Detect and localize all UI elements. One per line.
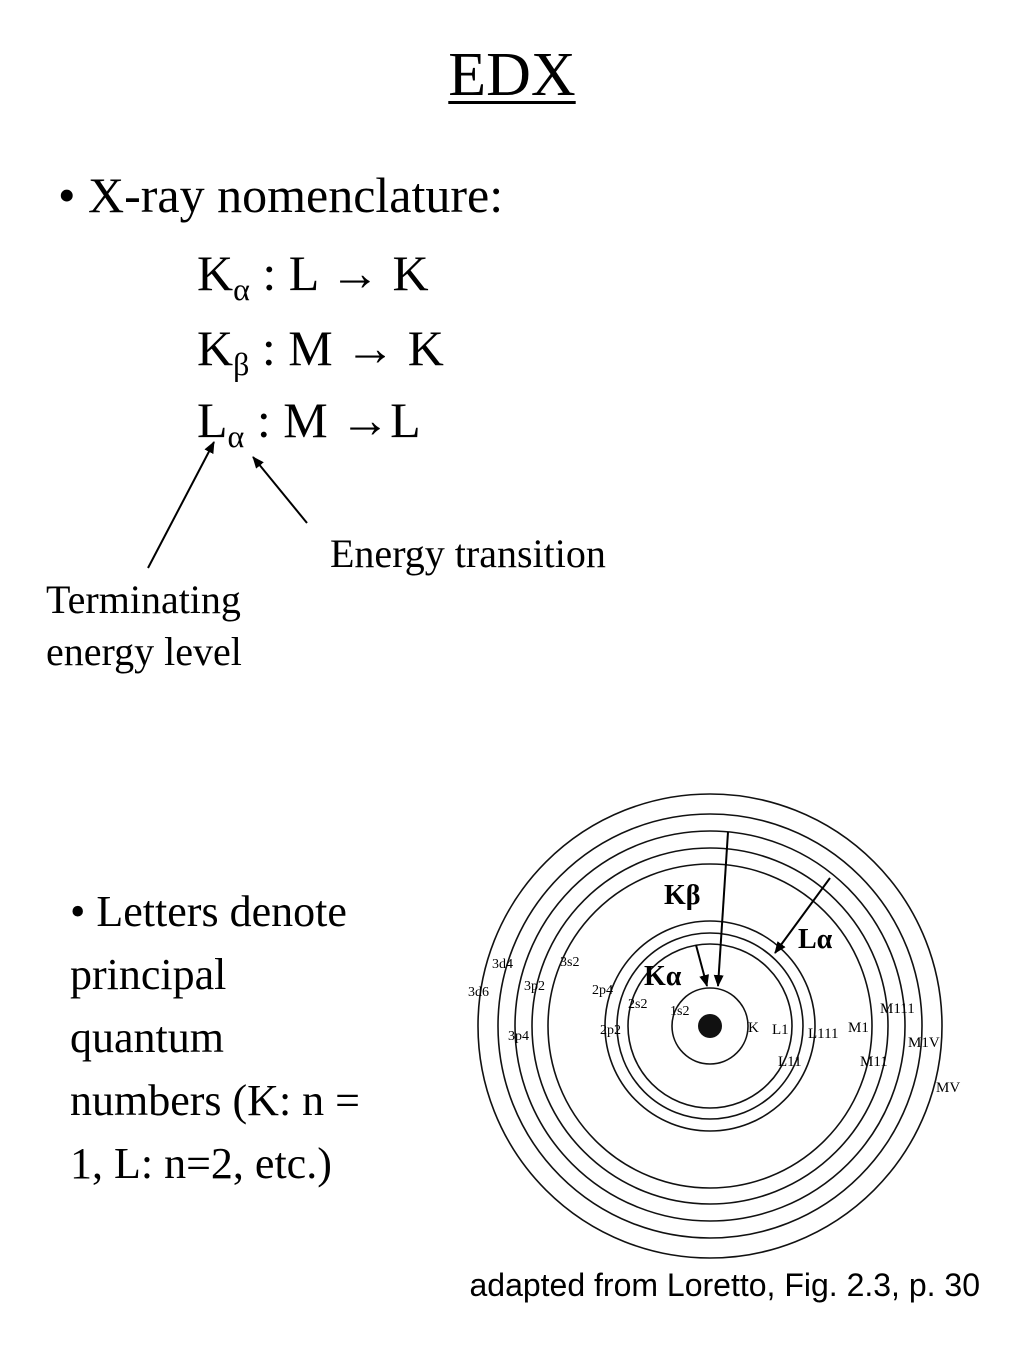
shell-mv-circle [477,793,943,1259]
letters-bullet: • Letters denote principal quantum numbe… [70,880,430,1195]
transition-subscript: α [227,418,245,454]
transition-k-beta: Kβ : M → K [197,318,444,380]
bullet-line: • Letters denote [70,887,347,936]
orbital-label-3d-upper: 3d4 [492,957,513,972]
transition-symbol: K [197,320,234,376]
nucleus [698,1014,722,1038]
terminating-level-arrow [147,441,215,569]
shell-label-m11: M11 [860,1054,888,1070]
transition-subscript: β [233,346,250,382]
nomenclature-bullet: • X-ray nomenclature: [58,167,504,223]
annotation-arrows [147,441,308,569]
transition-l-alpha: Lα : M →L [197,390,421,452]
title-text: EDX [448,41,576,109]
energy-transition-label: Energy transition [330,531,606,576]
atom-shell-diagram: Kβ Lα Kα K L1 L111 L11 M1 M11 M111 M1V M… [430,770,992,1260]
energy-transition-arrow [252,456,308,524]
transition-rule: : M → K [249,320,444,376]
orbital-label-3p-lower: 3p4 [508,1029,529,1044]
shell-label-m111: M111 [880,1001,915,1017]
k-alpha-arrow [695,944,709,987]
page-title: EDX [0,38,1024,112]
shell-label-mv: MV [936,1080,960,1096]
figure-caption: adapted from Loretto, Fig. 2.3, p. 30 [469,1267,980,1303]
shell-l1-circle [627,943,793,1109]
terminating-level-label: Terminating energy level [46,574,242,678]
terminating-line-2: energy level [46,629,242,674]
bullet-line: principal [70,950,227,999]
shell-l111-circle [604,920,816,1132]
transition-k-alpha: Kα : L → K [197,243,429,305]
transition-rule: : M →L [244,392,421,448]
shell-label-m1: M1 [848,1020,869,1036]
transition-symbol: K [197,245,234,301]
shell-label-l11: L11 [778,1054,802,1070]
shell-label-m1v: M1V [908,1035,940,1051]
k-alpha-label: Kα [644,961,682,992]
transition-subscript: α [233,271,250,307]
shell-m1v-circle [497,813,923,1239]
shell-label-l1: L1 [772,1022,789,1038]
k-beta-label: Kβ [664,880,701,911]
orbital-label-2s: 2s2 [628,997,647,1012]
terminating-line-1: Terminating [46,577,241,622]
shell-l11-circle [616,932,804,1120]
k-beta-arrow [713,831,729,987]
orbital-label-1s: 1s2 [670,1004,689,1019]
bullet-line: 1, L: n=2, etc.) [70,1139,332,1188]
l-alpha-arrow [774,877,831,954]
orbital-label-2p-lower: 2p2 [600,1023,621,1038]
shell-label-l111: L111 [808,1026,839,1042]
orbital-label-3d-lower: 3d6 [468,985,489,1000]
shell-m111-circle [514,830,906,1222]
bullet-line: quantum [70,1013,224,1062]
shell-m1-circle [547,863,873,1189]
orbital-label-3s: 3s2 [560,955,579,970]
l-alpha-label: Lα [798,924,833,955]
transition-symbol: L [197,392,228,448]
shell-label-k: K [748,1020,759,1036]
orbital-label-3p-upper: 3p2 [524,979,545,994]
bullet-line: numbers (K: n = [70,1076,360,1125]
transition-rule: : L → K [249,245,429,301]
shell-m11-circle [531,847,889,1205]
shell-k-circle [671,987,749,1065]
orbital-label-2p-upper: 2p4 [592,983,613,998]
